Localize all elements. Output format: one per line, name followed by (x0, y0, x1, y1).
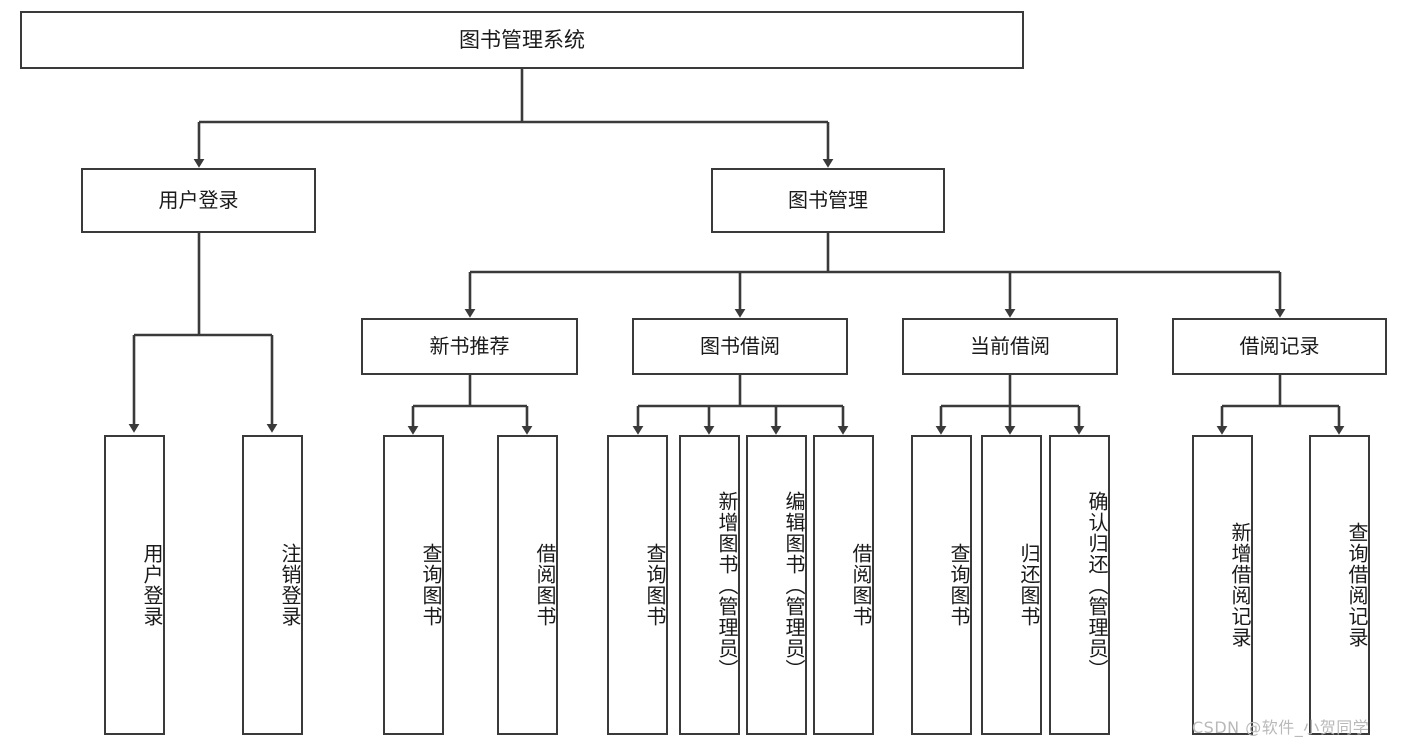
node-book-borrow[interactable]: 图书借阅 (632, 318, 848, 375)
node-label: 注销登录 (278, 543, 302, 627)
node-label: 归还图书 (1017, 543, 1041, 627)
leaf-new-book-2[interactable]: 借阅图书 (497, 435, 558, 735)
leaf-book-borrow-4[interactable]: 借阅图书 (813, 435, 874, 735)
node-label: 新书推荐 (429, 333, 510, 358)
node-label: 借阅记录 (1239, 333, 1320, 358)
leaf-book-borrow-1[interactable]: 查询图书 (607, 435, 668, 735)
node-label: 新增借阅记录 (1228, 522, 1252, 648)
leaf-borrow-record-2[interactable]: 查询借阅记录 (1309, 435, 1370, 735)
leaf-current-borrow-2[interactable]: 归还图书 (981, 435, 1042, 735)
csdn-watermark: CSDN @软件_小贺同学 (1192, 718, 1370, 737)
node-label: 确认归还（管理员） (1085, 490, 1109, 680)
node-label: 借阅图书 (849, 543, 873, 627)
leaf-borrow-record-1[interactable]: 新增借阅记录 (1192, 435, 1253, 735)
leaf-user-login-2[interactable]: 注销登录 (242, 435, 303, 735)
node-label: 借阅图书 (533, 543, 557, 627)
leaf-current-borrow-3[interactable]: 确认归还（管理员） (1049, 435, 1110, 735)
node-label: 图书管理系统 (459, 27, 585, 52)
node-label: 图书借阅 (700, 333, 780, 358)
node-new-book-recommend[interactable]: 新书推荐 (361, 318, 578, 375)
node-label: 用户登录 (158, 187, 239, 212)
node-borrow-record[interactable]: 借阅记录 (1172, 318, 1387, 375)
node-label: 新增图书（管理员） (715, 490, 739, 680)
node-label: 图书管理 (788, 187, 868, 212)
node-label: 编辑图书（管理员） (782, 490, 806, 680)
node-label: 查询图书 (419, 543, 443, 627)
node-label: 当前借阅 (970, 333, 1050, 358)
node-root-book-management-system[interactable]: 图书管理系统 (20, 11, 1024, 69)
leaf-new-book-1[interactable]: 查询图书 (383, 435, 444, 735)
node-book-management[interactable]: 图书管理 (711, 168, 945, 233)
leaf-book-borrow-2[interactable]: 新增图书（管理员） (679, 435, 740, 735)
node-current-borrow[interactable]: 当前借阅 (902, 318, 1118, 375)
node-user-login[interactable]: 用户登录 (81, 168, 316, 233)
leaf-user-login-1[interactable]: 用户登录 (104, 435, 165, 735)
leaf-book-borrow-3[interactable]: 编辑图书（管理员） (746, 435, 807, 735)
node-label: 查询图书 (947, 543, 971, 627)
leaf-current-borrow-1[interactable]: 查询图书 (911, 435, 972, 735)
node-label: 查询借阅记录 (1345, 522, 1369, 648)
node-label: 用户登录 (140, 543, 164, 627)
node-label: 查询图书 (643, 543, 667, 627)
